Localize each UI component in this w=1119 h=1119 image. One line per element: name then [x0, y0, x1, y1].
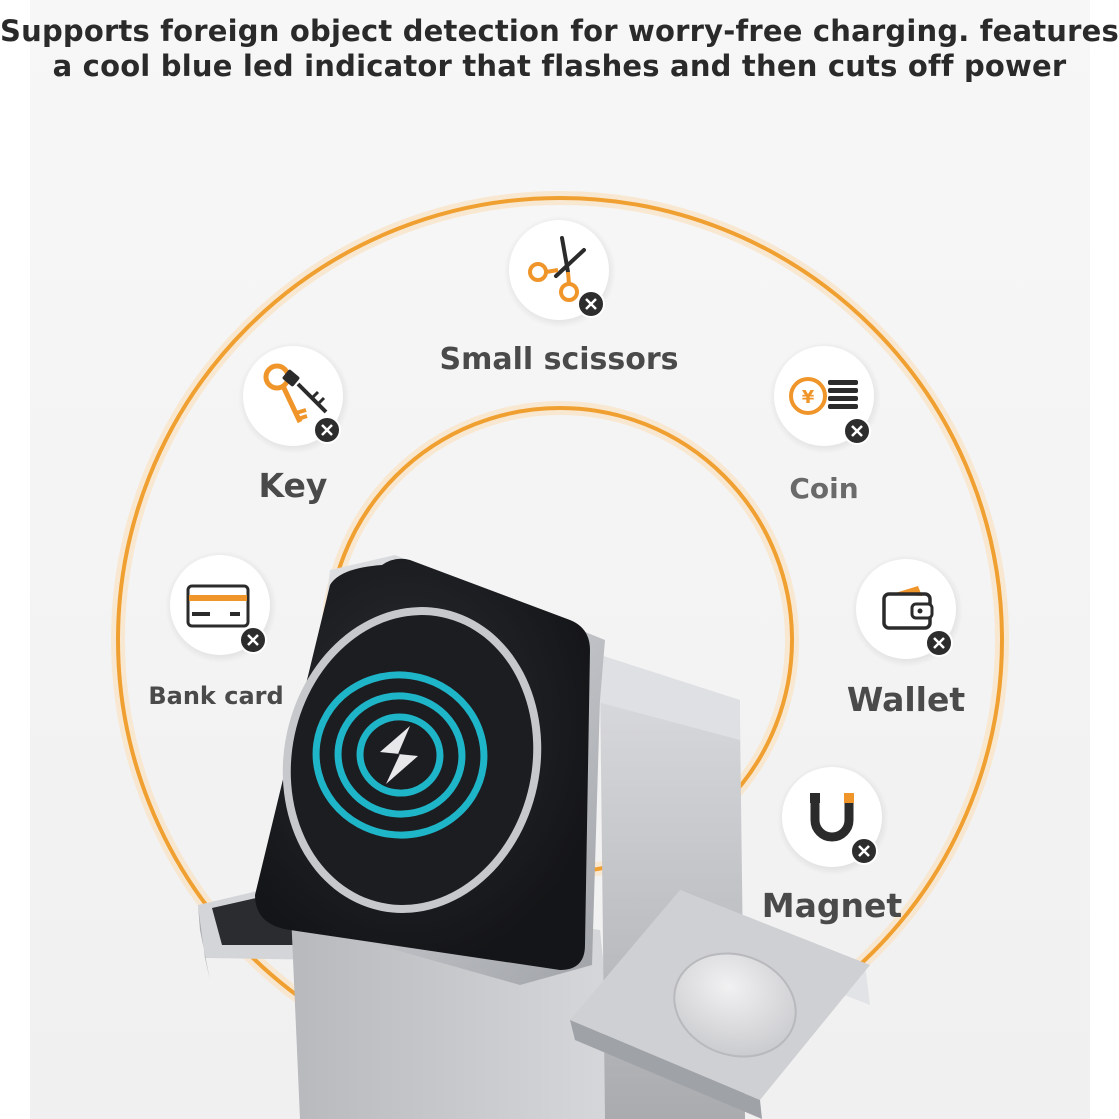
magnet-icon-badge — [777, 763, 889, 875]
label-coin: Coin — [789, 472, 859, 505]
label-bank-card: Bank card — [148, 682, 284, 710]
watch-puck — [674, 953, 796, 1057]
wallet-icon — [882, 586, 934, 630]
led-ring-inner — [356, 713, 444, 797]
headline-line-2: a cool blue led indicator that flashes a… — [52, 49, 1067, 83]
led-ring-outer — [312, 671, 488, 839]
svg-text:¥: ¥ — [802, 387, 815, 408]
scissors-icon-badge — [504, 216, 616, 328]
magnet-icon — [810, 793, 854, 842]
coin-icon-badge: ¥ — [769, 342, 881, 454]
key-icon — [263, 363, 328, 424]
headline-line-1: Supports foreign object detection for wo… — [0, 14, 1119, 48]
headline: Supports foreign object detection for wo… — [0, 14, 1119, 84]
wallet-icon-badge — [851, 555, 963, 667]
label-wallet: Wallet — [846, 680, 966, 719]
led-ring-middle — [334, 692, 466, 818]
label-magnet: Magnet — [761, 886, 903, 925]
key-icon-badge — [238, 342, 350, 454]
lightning-logo — [380, 726, 418, 784]
bank-card-icon-badge — [165, 551, 277, 663]
bank-card-icon — [186, 584, 250, 628]
charging-stand — [198, 555, 870, 1119]
label-key: Key — [258, 466, 328, 505]
coin-icon: ¥ — [789, 377, 858, 415]
label-small-scissors: Small scissors — [439, 342, 679, 377]
scissors-icon — [528, 236, 586, 302]
